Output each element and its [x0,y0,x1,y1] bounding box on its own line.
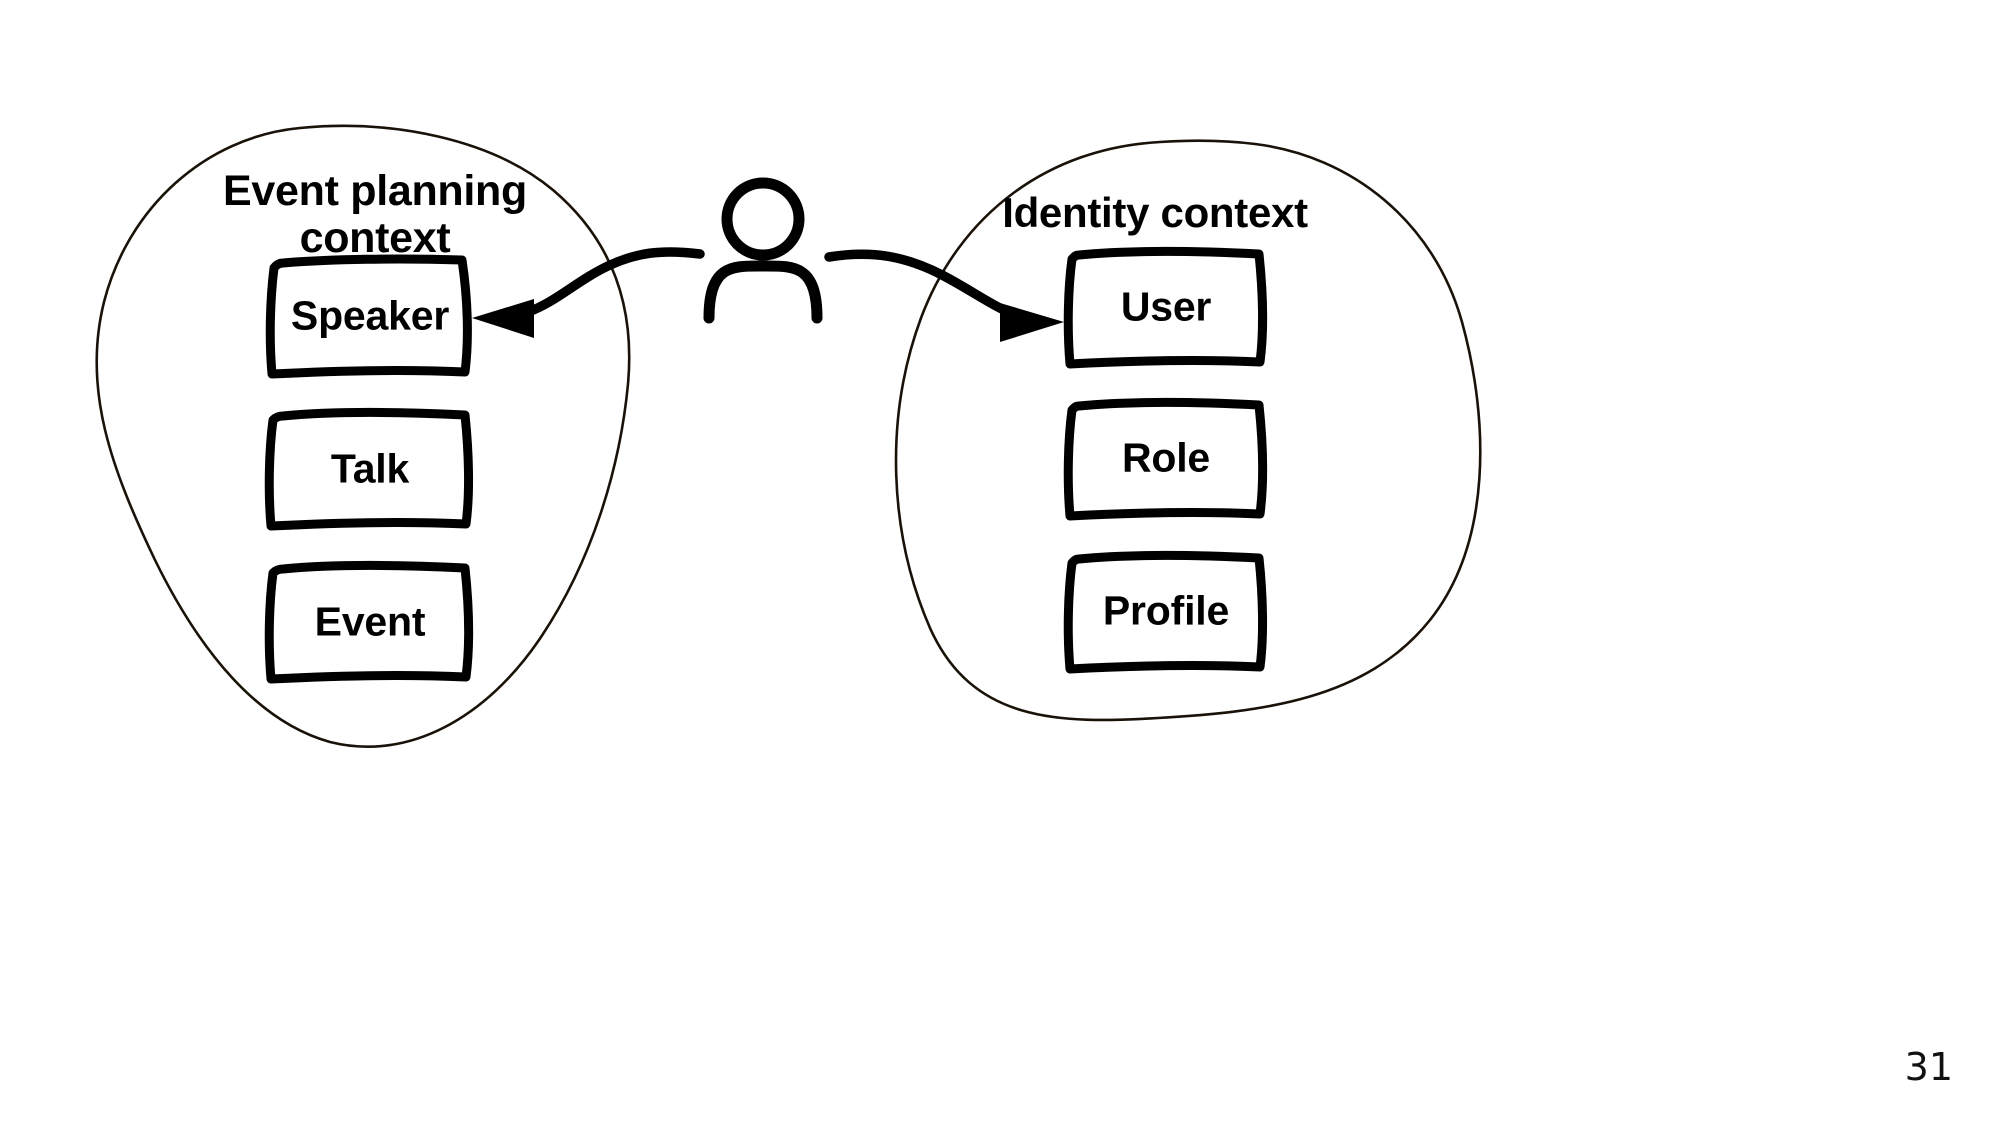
entity-profile[interactable]: Profile [1068,554,1264,670]
entity-label-role: Role [1121,434,1211,481]
page-number: 31 [1904,1045,1953,1089]
entity-event[interactable]: Event [270,564,470,682]
entity-label-talk: Talk [330,445,410,492]
entity-box-outline-event [264,561,474,684]
entity-role[interactable]: Role [1068,401,1264,517]
entity-label-user: User [1120,283,1212,330]
entity-talk[interactable]: Talk [270,411,470,529]
entity-label-event: Event [314,598,426,645]
entity-box-outline-user [1063,247,1268,369]
connector-actor-to-user [824,249,1064,342]
context-boundary-identity [894,139,1482,722]
entity-box-outline-speaker [265,254,472,379]
entity-label-profile: Profile [1102,587,1230,634]
entity-box-outline-talk [264,408,474,531]
entity-box-outline-role [1063,398,1268,521]
entity-label-speaker: Speaker [290,292,450,339]
entity-user[interactable]: User [1068,250,1264,366]
context-title-event-planning: Event planning context [223,167,527,263]
connector-actor-to-speaker [472,247,705,338]
context-title-identity: Identity context [1002,189,1308,236]
entity-box-outline-profile [1063,551,1268,674]
entity-speaker[interactable]: Speaker [270,258,470,376]
person-icon [703,177,823,324]
context-boundary-event-planning [95,124,631,748]
